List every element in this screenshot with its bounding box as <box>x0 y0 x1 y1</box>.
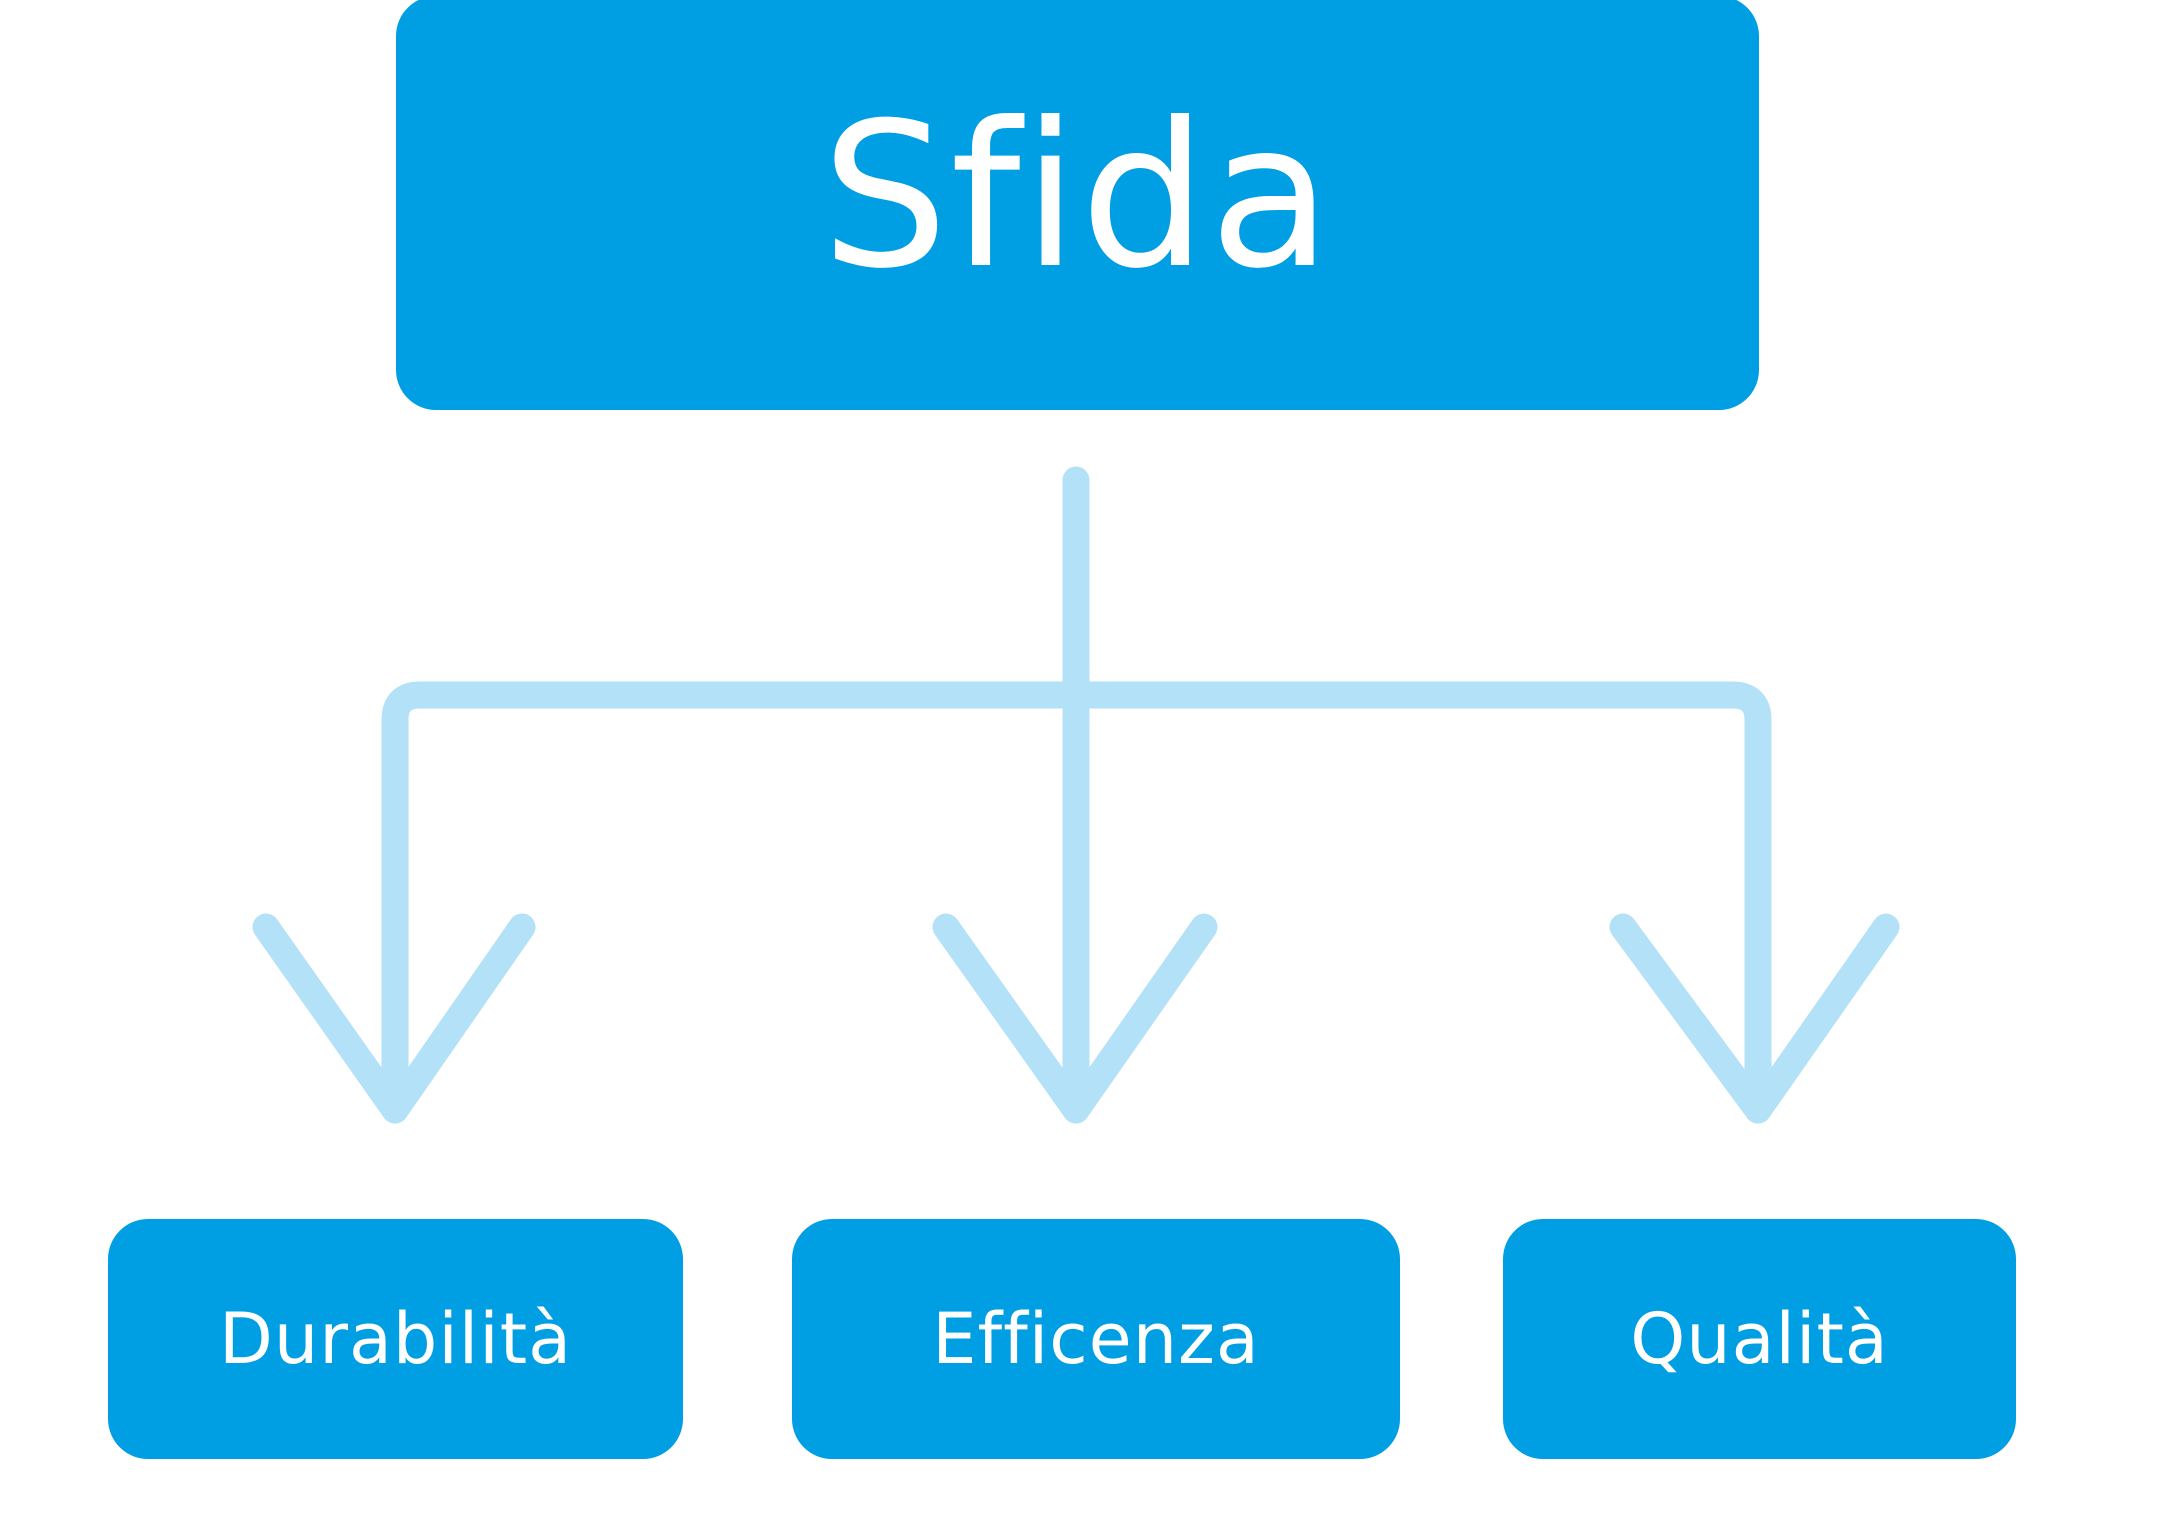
root-node-label: Sfida <box>821 79 1334 313</box>
arrowhead-left <box>252 913 536 1124</box>
child-node-label: Efficenza <box>932 1298 1260 1380</box>
child-node-efficenza: Efficenza <box>792 1219 1400 1459</box>
child-node-durabilita: Durabilità <box>108 1219 683 1459</box>
child-node-qualita: Qualità <box>1503 1219 2016 1459</box>
connector-branch-right <box>1062 681 1772 1124</box>
root-node: Sfida <box>396 0 1759 410</box>
child-node-label: Durabilità <box>218 1298 573 1380</box>
arrowhead-center <box>932 913 1218 1124</box>
connector-branch-left <box>381 681 1090 1124</box>
child-node-label: Qualità <box>1630 1298 1889 1380</box>
arrowhead-right <box>1609 913 1900 1124</box>
